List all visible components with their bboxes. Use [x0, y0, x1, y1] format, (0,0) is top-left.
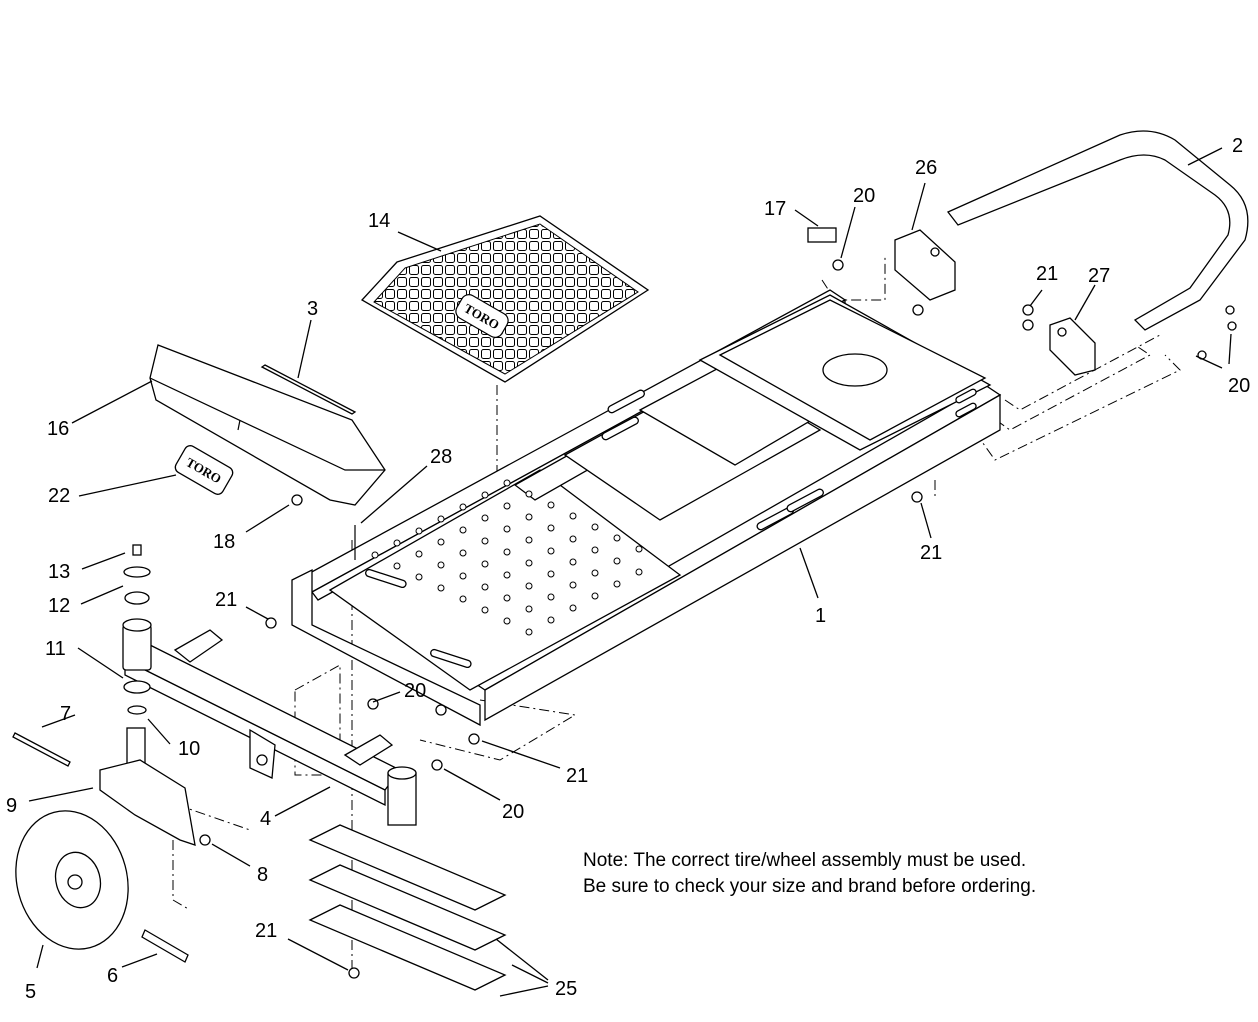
callout-1: 1	[815, 605, 826, 627]
logo-decal: TORO	[174, 445, 234, 495]
front-axle	[122, 618, 417, 826]
bracket-27	[1049, 317, 1096, 376]
bearing-11-top	[124, 591, 150, 605]
shroud-decal	[260, 364, 357, 415]
callout-16: 16	[47, 418, 69, 440]
callout-3: 3	[307, 298, 318, 320]
bracket-26	[894, 229, 956, 316]
callout-20-right: 20	[1228, 375, 1250, 397]
main-frame	[291, 289, 1002, 727]
bearing-11-bottom	[123, 680, 151, 694]
bolt-13	[132, 544, 142, 556]
callout-20-lower: 20	[502, 801, 524, 823]
floor-holes	[371, 479, 643, 636]
callout-21-front: 21	[215, 589, 237, 611]
decal-17	[807, 227, 837, 243]
leader-lines	[28, 147, 1232, 997]
callout-28: 28	[430, 446, 452, 468]
callout-10: 10	[178, 738, 200, 760]
washer-12	[123, 566, 151, 578]
bolt-7	[12, 732, 71, 767]
callout-5: 5	[25, 981, 36, 1003]
callout-21-bracket: 21	[1036, 263, 1058, 285]
callout-4: 4	[260, 808, 271, 830]
callout-labels: 1 2 3 4 5 6 7 8 9 10 11 12 13 14 16 17 1…	[6, 135, 1250, 1003]
callout-18: 18	[213, 531, 235, 553]
note-line-1: Note: The correct tire/wheel assembly mu…	[583, 850, 1027, 871]
callout-2: 2	[1232, 135, 1243, 157]
callout-12: 12	[48, 595, 70, 617]
callout-22: 22	[48, 485, 70, 507]
hardware	[265, 259, 1237, 979]
callout-13: 13	[48, 561, 70, 583]
rops-hoop	[946, 130, 1249, 331]
spacer-10	[127, 705, 147, 715]
callout-21-mid: 21	[566, 765, 588, 787]
callout-26: 26	[915, 157, 937, 179]
ordering-note: Note: The correct tire/wheel assembly mu…	[583, 848, 1036, 900]
weights	[308, 824, 507, 991]
nut-8	[199, 834, 211, 846]
callout-27: 27	[1088, 265, 1110, 287]
foot-pad: TORO	[360, 215, 650, 383]
frame-slots	[365, 388, 977, 669]
callout-11: 11	[45, 638, 66, 660]
callout-17: 17	[764, 198, 786, 220]
tire-5	[15, 810, 129, 950]
callout-20-top: 20	[853, 185, 875, 207]
callout-7: 7	[60, 703, 71, 725]
callout-20-axle: 20	[404, 680, 426, 702]
caster-fork-9	[99, 759, 196, 846]
callout-21-rear: 21	[920, 542, 942, 564]
note-line-2: Be sure to check your size and brand bef…	[583, 876, 1037, 897]
callout-14: 14	[368, 210, 390, 232]
callout-25: 25	[555, 978, 577, 1000]
callout-21-weights: 21	[255, 920, 277, 942]
caster-assembly	[12, 544, 211, 963]
spacer-6	[141, 929, 189, 963]
callout-8: 8	[257, 864, 268, 886]
callout-6: 6	[107, 965, 118, 987]
callout-9: 9	[6, 795, 17, 817]
